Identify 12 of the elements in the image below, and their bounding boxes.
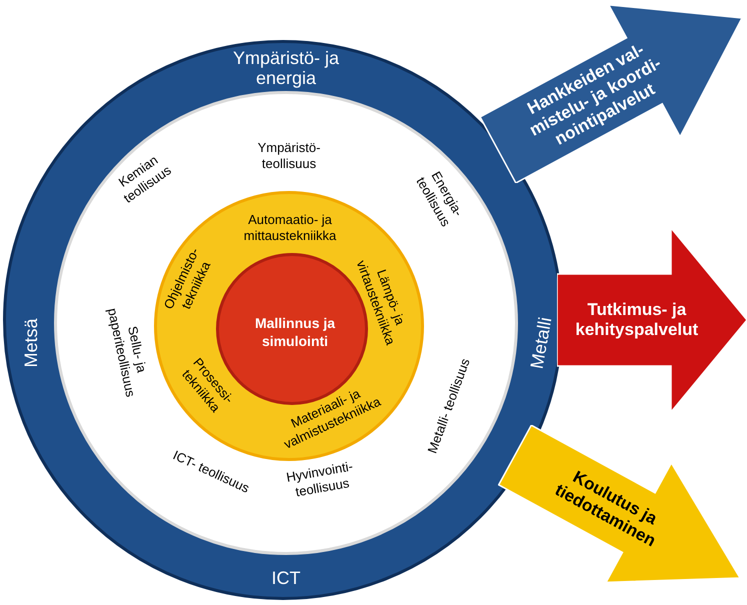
- service-arrow: [480, 4, 742, 183]
- service-arrow: [557, 228, 747, 412]
- service-arrow: [498, 425, 740, 583]
- industry-label: Hyvinvointi- teollisuus: [284, 457, 355, 502]
- sector-label: Ympäristö- ja energia: [232, 48, 340, 88]
- sector-label: Metalli: [526, 314, 556, 372]
- industry-label: Ympäristö- teollisuus: [256, 140, 322, 172]
- arrow-label: Tutkimus- ja kehityspalvelut: [574, 300, 700, 340]
- technology-label: Automaatio- ja mittaustekniikka: [242, 212, 338, 244]
- sector-label: Metsä: [21, 317, 41, 370]
- sector-label: ICT: [270, 568, 302, 588]
- core-label: Mallinnus ja simulointi: [254, 314, 336, 350]
